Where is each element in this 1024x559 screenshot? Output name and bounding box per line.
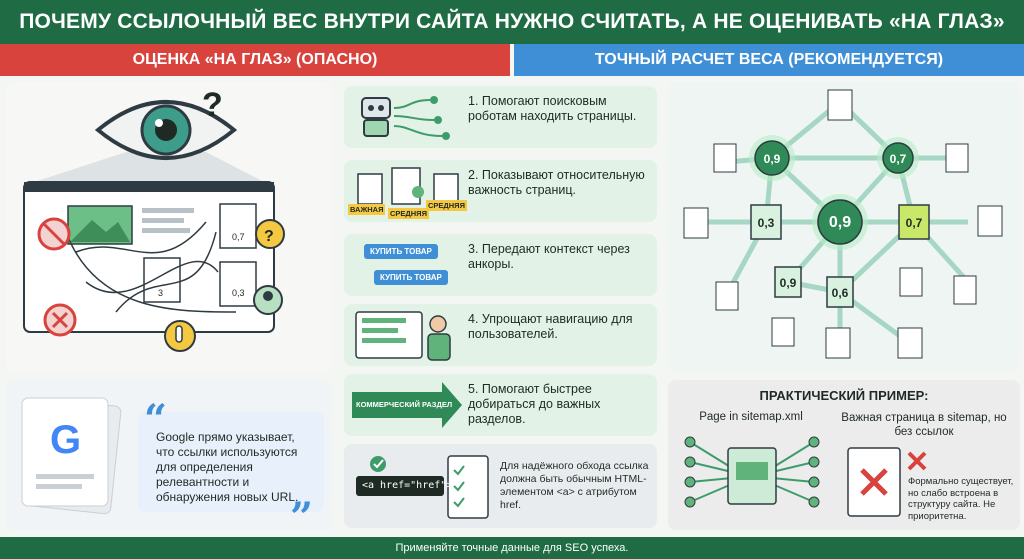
- doc-page: [825, 327, 851, 359]
- svg-text:?: ?: [264, 228, 274, 245]
- quote-close-icon: ”: [290, 494, 314, 541]
- doc-page: [827, 89, 853, 121]
- step-3-text: 3. Передают контекст через анкоры.: [468, 242, 630, 271]
- graph-node: [817, 199, 863, 245]
- step-5: КОММЕРЧЕСКИЙ РАЗДЕЛ 5. Помогают быстрее …: [344, 374, 657, 436]
- doc-page: [945, 143, 969, 173]
- x-mark-icon: [907, 451, 927, 471]
- doc-page: [713, 143, 737, 173]
- link-graph: 0,9 0,7 0,3 0,9 0,7 0,9 0,6: [683, 89, 1003, 359]
- doc-page: [143, 257, 181, 303]
- quote-box: [138, 412, 324, 512]
- code-snippet: <a href="href">: [362, 480, 453, 491]
- page-label: 0,7: [232, 232, 245, 242]
- label-medium: СРЕДНЯЯ: [388, 208, 429, 219]
- page-label: 0,3: [232, 288, 245, 298]
- doc-page: [683, 207, 709, 239]
- example-left-label: Page in sitemap.xml: [699, 411, 803, 423]
- step-1-text: 1. Помогают поисковым роботам находить с…: [468, 94, 637, 123]
- doc-page: [219, 203, 257, 249]
- doc-page: [771, 317, 795, 347]
- google-quote: Google прямо указывает, что ссылки испол…: [156, 430, 299, 504]
- example-right-label: Важная страница в sitemap, но без ссылок: [841, 412, 1007, 438]
- graph-node-label: 0,7: [906, 216, 923, 230]
- step-2: ВАЖНАЯ СРЕДНЯЯ СРЕДНЯЯ 2. Показывают отн…: [344, 160, 657, 222]
- graph-node-label: 0,3: [758, 216, 775, 230]
- graph-node-label: 0,6: [832, 286, 849, 300]
- step-6-text: Для надёжного обхода ссылка должна быть …: [500, 460, 649, 511]
- step-3: КУПИТЬ ТОВАР КУПИТЬ ТОВАР 3. Передают ко…: [344, 234, 657, 296]
- pages-importance-icon: [357, 167, 459, 205]
- graph-node: [774, 266, 802, 298]
- doc-page: [715, 281, 739, 311]
- buy-button: КУПИТЬ ТОВАР: [374, 270, 448, 285]
- example-title: ПРАКТИЧЕСКИЙ ПРИМЕР:: [759, 388, 929, 403]
- step-2-text: 2. Показывают относительную важность стр…: [468, 168, 645, 197]
- graph-node: [898, 204, 930, 240]
- step-4-text: 4. Упрощают навигацию для пользователей.: [468, 312, 633, 341]
- graph-node: [826, 276, 854, 308]
- page-title: ПОЧЕМУ ССЫЛОЧНЫЙ ВЕС ВНУТРИ САЙТА НУЖНО …: [0, 0, 1024, 44]
- doc-page: [219, 261, 257, 307]
- checklist-icon: [356, 455, 489, 519]
- doc-page: [977, 205, 1003, 237]
- page-label: 3: [158, 288, 163, 298]
- graph-node-label: 0,9: [780, 276, 797, 290]
- google-logo-icon: G: [50, 418, 82, 462]
- google-docs: [21, 397, 122, 515]
- example-panel: [668, 380, 1020, 530]
- label-important: ВАЖНАЯ: [348, 204, 386, 215]
- sitemap-hub-icon: [684, 436, 820, 508]
- graph-node: [750, 204, 782, 240]
- question-mark: ?: [202, 86, 223, 124]
- graph-node-label: 0,9: [829, 214, 851, 231]
- doc-page: [899, 267, 923, 297]
- right-header: ТОЧНЫЙ РАСЧЕТ ВЕСА (РЕКОМЕНДУЕТСЯ): [514, 44, 1024, 76]
- question-icon: [255, 219, 285, 249]
- buy-button: КУПИТЬ ТОВАР: [364, 244, 438, 259]
- orphan-page-icon: [847, 447, 901, 517]
- doc-page: [897, 327, 923, 359]
- navigation-user-icon: [355, 311, 451, 361]
- step-5-text: 5. Помогают быстрее добираться до важных…: [468, 382, 601, 426]
- commercial-section-label: КОММЕРЧЕСКИЙ РАЗДЕЛ: [356, 400, 453, 409]
- section-arrow-icon: [352, 382, 462, 428]
- footer: Применяйте точные данные для SEO успеха.: [0, 537, 1024, 559]
- graph-node-label: 0,9: [764, 152, 781, 166]
- graph-node-label: 0,7: [890, 152, 907, 166]
- label-medium: СРЕДНЯЯ: [426, 200, 467, 211]
- doc-page: [953, 275, 977, 305]
- graph-node: [754, 140, 790, 176]
- quote-open-icon: “: [144, 396, 168, 443]
- eye-diagram: ? 0,7 3 0,3 ?: [23, 86, 285, 352]
- left-header: ОЦЕНКА «НА ГЛАЗ» (ОПАСНО): [0, 44, 510, 76]
- step-1: 1. Помогают поисковым роботам находить с…: [344, 86, 657, 148]
- robot-icon: [361, 96, 450, 140]
- step-4: 4. Упрощают навигацию для пользователей.: [344, 304, 657, 366]
- graph-node: [882, 142, 914, 174]
- example-note: Формально существует, но слабо встроена …: [908, 476, 1014, 522]
